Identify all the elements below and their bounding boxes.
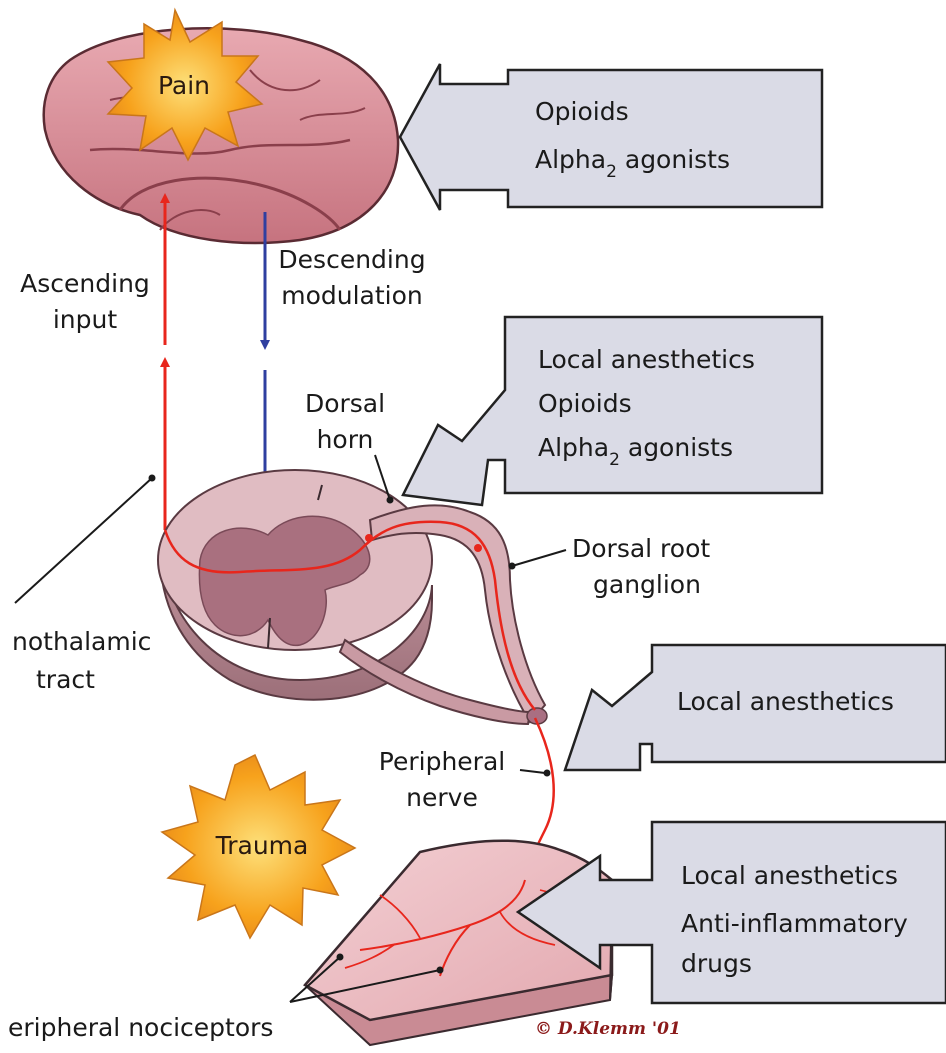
peripheral-nerve-label-line2: nerve — [406, 783, 478, 812]
credit-signature: © D.Klemm '01 — [535, 1019, 681, 1039]
spinothalamic-label-line2: tract — [36, 665, 95, 694]
brain-drug-callout: Opioids Alpha2 agonists — [400, 64, 822, 210]
spinothalamic-leader — [15, 478, 152, 603]
dorsal-root-label-line2: ganglion — [593, 570, 701, 599]
peripheral-nerve-label-line1: Peripheral — [379, 747, 505, 776]
ascending-label-line2: input — [53, 305, 118, 334]
spinal-drug-line2: Opioids — [538, 389, 632, 418]
nerve-drug-line1: Local anesthetics — [677, 687, 894, 716]
periphery-drug-line1: Local anesthetics — [681, 861, 898, 890]
pain-label: Pain — [158, 71, 210, 100]
spinal-cord — [158, 470, 547, 724]
dorsal-horn-label-line1: Dorsal — [305, 389, 385, 418]
trauma-label: Trauma — [215, 831, 309, 860]
periphery-drug-line2: Anti-inflammatory — [681, 909, 908, 938]
ascending-label-line1: Ascending — [20, 269, 150, 298]
nerve-drug-callout: Local anesthetics — [565, 645, 946, 770]
spinal-drug-line1: Local anesthetics — [538, 345, 755, 374]
peripheral-nerve-leader — [520, 770, 545, 773]
dorsal-horn-label-line2: horn — [317, 425, 374, 454]
dorsal-root-leader — [512, 550, 566, 566]
brain-drug-line1: Opioids — [535, 97, 629, 126]
spinal-drug-callout: Local anesthetics Opioids Alpha2 agonist… — [403, 317, 822, 505]
spinothalamic-label-line1: nothalamic — [12, 627, 151, 656]
descending-label-line1: Descending — [278, 245, 425, 274]
trauma-burst-icon: Trauma — [162, 755, 355, 938]
periphery-drug-line3: drugs — [681, 949, 752, 978]
dorsal-root-label-line1: Dorsal root — [572, 534, 710, 563]
nociceptors-label: eripheral nociceptors — [8, 1013, 273, 1042]
descending-label-line2: modulation — [281, 281, 423, 310]
